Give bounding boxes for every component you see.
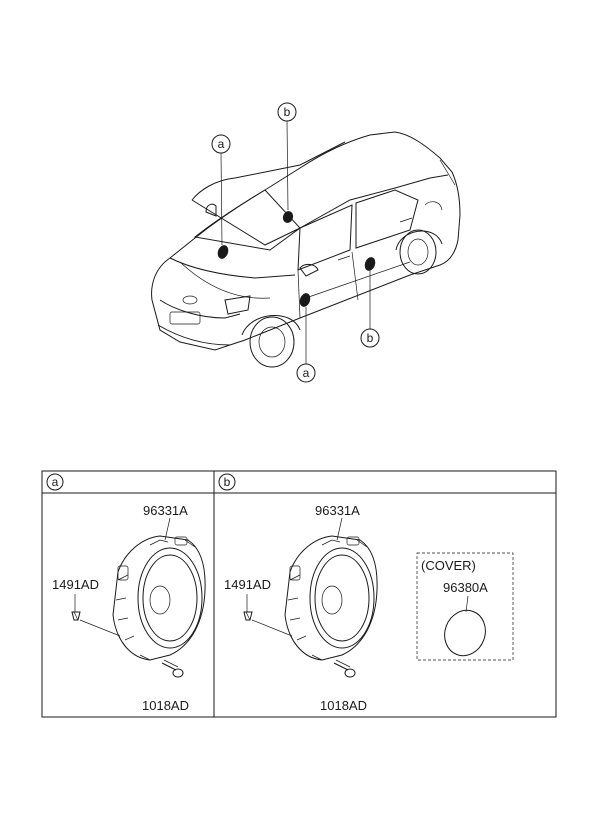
cover-caption: (COVER) <box>421 558 476 573</box>
section-a-bolt-label: 1018AD <box>142 698 189 713</box>
section-a: 96331A 1491AD 1018AD <box>52 503 206 713</box>
speaker-mark-rear-shelf <box>282 211 294 223</box>
callout-a-top-letter: a <box>218 137 225 151</box>
section-b-bolt <box>333 659 356 678</box>
section-b-header-letter: b <box>224 475 231 489</box>
callout-b-bottom-letter: b <box>367 331 374 345</box>
callout-b-bottom <box>360 328 380 348</box>
speaker-mark-front-dash <box>217 245 229 259</box>
section-b-screw <box>243 611 253 621</box>
section-a-screw-label: 1491AD <box>52 577 99 592</box>
cover-part <box>444 609 486 657</box>
section-a-screw <box>71 611 81 621</box>
speaker-mark-rear-door <box>364 257 376 271</box>
cover-part-label: 96380A <box>443 580 488 595</box>
speaker-mark-front-door <box>299 293 311 307</box>
callout-a-bottom <box>296 363 316 383</box>
car-callouts: a b a b <box>211 102 380 383</box>
callout-b-top-letter: b <box>284 105 291 119</box>
section-b: 96331A 1491AD 1018AD (C <box>224 503 514 713</box>
section-b-speaker-label: 96331A <box>315 503 360 518</box>
section-b-speaker <box>284 535 378 661</box>
section-a-bolt <box>161 659 184 678</box>
section-a-speaker <box>112 535 206 661</box>
callout-a-top <box>211 134 231 154</box>
callout-a-bottom-letter: a <box>303 366 310 380</box>
car-illustration <box>151 131 461 368</box>
section-b-screw-label: 1491AD <box>224 577 271 592</box>
section-a-speaker-label: 96331A <box>143 503 188 518</box>
speaker-location-marks <box>217 211 376 307</box>
section-b-header-circle <box>218 473 236 491</box>
section-a-header-letter: a <box>52 475 59 489</box>
section-b-bolt-label: 1018AD <box>320 698 367 713</box>
callout-b-top <box>277 102 297 122</box>
cover-dashed-box <box>416 552 514 661</box>
parts-table: a b <box>41 470 557 718</box>
section-a-header-circle <box>46 473 64 491</box>
